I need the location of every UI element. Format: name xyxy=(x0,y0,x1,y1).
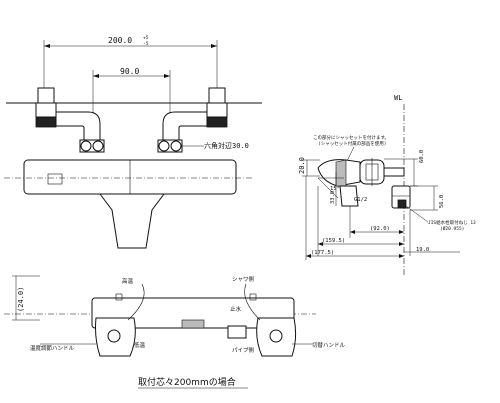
label-switch-handle: 切替ハンドル xyxy=(312,341,346,349)
dim-60: 60.0 xyxy=(419,150,425,163)
note-line-2: (シャッセット付属の部品を使用) xyxy=(318,140,386,147)
front-view: 200.0 +5 -5 90.0 六角対辺30.0 xyxy=(4,35,262,249)
dim-24: (24.0) xyxy=(17,287,25,312)
hex-label: 六角対辺30.0 xyxy=(204,141,249,150)
dim-20: 20.0 xyxy=(298,157,306,174)
dim-15: 15° xyxy=(330,186,340,192)
wl-label: WL xyxy=(394,94,402,102)
bottom-view: (24.0) 高温 シャワ側 止水 温度調節ハンドル 低温 パイプ側 切替ハンド… xyxy=(4,275,346,357)
dim-total-tol-minus: -5 xyxy=(143,41,149,47)
jis-line-2: (Ø20.955) xyxy=(440,225,464,232)
label-stop: 止水 xyxy=(230,305,242,313)
dim-177: (177.5) xyxy=(311,250,334,256)
dim-19: 19.0 xyxy=(416,247,429,253)
dim-56: 56.0 xyxy=(439,195,445,208)
dim-159: (159.5) xyxy=(322,238,345,244)
dim-92: (92.0) xyxy=(370,226,390,232)
dim-total-tol-plus: +5 xyxy=(143,35,149,41)
dim-g12: G1/2 xyxy=(354,197,367,203)
label-shower: シャワ側 xyxy=(232,275,255,283)
caption: 取付芯々200mmの場合 xyxy=(138,376,236,388)
dim-33: 33.0 xyxy=(330,191,336,204)
label-pipe: パイプ側 xyxy=(232,346,255,354)
dim-total: 200.0 xyxy=(108,36,132,45)
side-view: WL この部分にシャッセットを付けます。 (シャッセット付属の部品を使用) 20… xyxy=(298,94,476,275)
dim-center: 90.0 xyxy=(120,67,139,76)
note-line-1: この部分にシャッセットを付けます。 xyxy=(313,134,389,141)
label-temp-handle: 温度調節ハンドル xyxy=(30,344,75,352)
jis-line-1: JIS給水栓取付ねじ 13 xyxy=(428,219,476,226)
label-low-temp: 低温 xyxy=(134,341,146,349)
label-hot: 高温 xyxy=(122,277,134,285)
